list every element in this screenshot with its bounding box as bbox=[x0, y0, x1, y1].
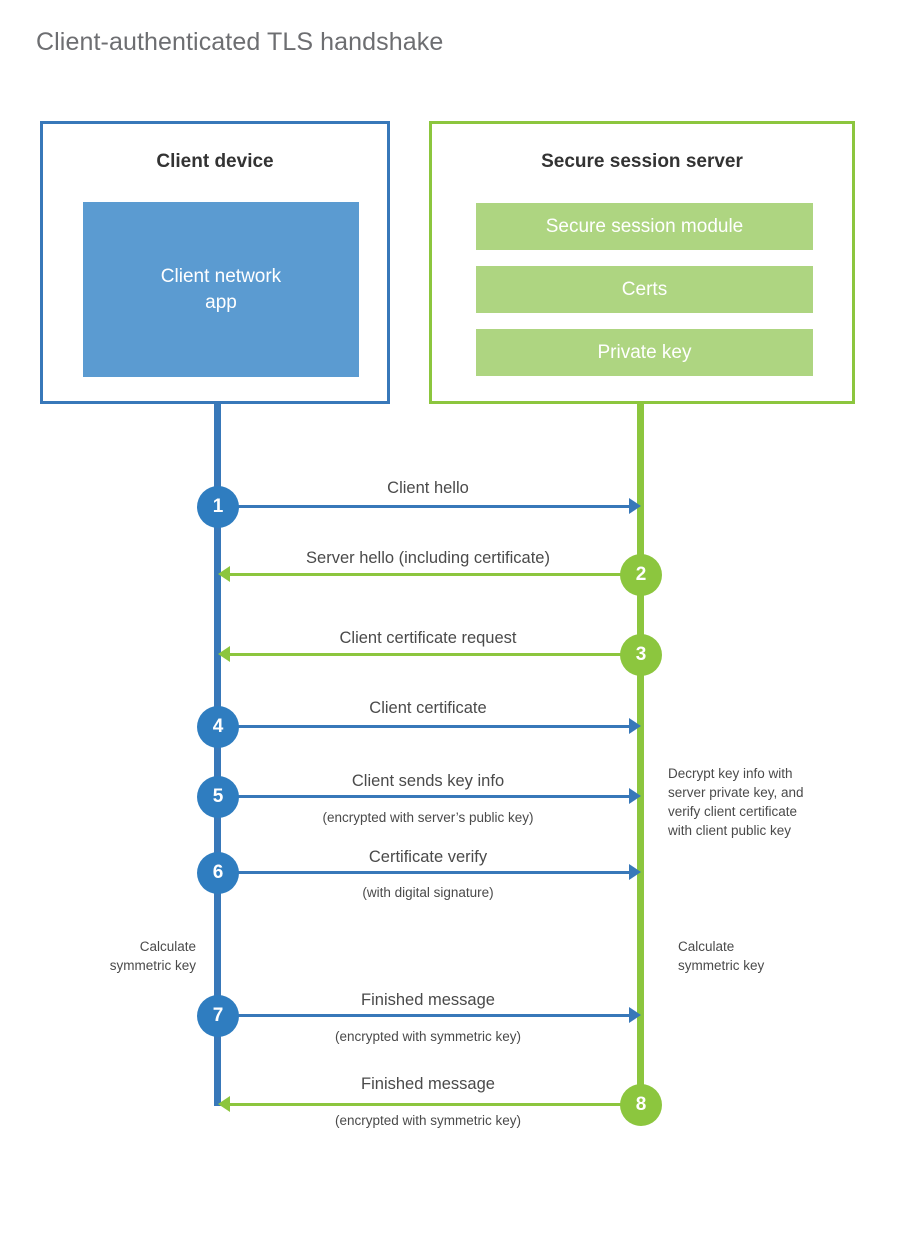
message-label-3: Client certificate request bbox=[339, 629, 517, 647]
page-title: Client-authenticated TLS handshake bbox=[36, 28, 444, 56]
message-label-7: Finished message bbox=[361, 991, 495, 1009]
message-arrow-line-1 bbox=[218, 505, 629, 508]
message-arrow-line-6 bbox=[218, 871, 629, 874]
message-label-5: Client sends key info bbox=[351, 772, 505, 790]
message-sublabel-5: (encrypted with server’s public key) bbox=[322, 810, 534, 825]
secure-session-server-box: Secure session server Secure session mod… bbox=[429, 121, 855, 404]
message-arrowhead-3 bbox=[218, 646, 230, 662]
message-arrow-line-2 bbox=[230, 573, 641, 576]
message-label-8: Finished message bbox=[361, 1075, 495, 1093]
step-marker-4[interactable]: 4 bbox=[197, 706, 239, 748]
message-arrow-line-3 bbox=[230, 653, 641, 656]
step-marker-1[interactable]: 1 bbox=[197, 486, 239, 528]
message-arrowhead-6 bbox=[629, 864, 641, 880]
message-arrow-line-5 bbox=[218, 795, 629, 798]
message-arrowhead-1 bbox=[629, 498, 641, 514]
server-component-secure-session-module: Secure session module bbox=[476, 203, 813, 250]
message-arrowhead-4 bbox=[629, 718, 641, 734]
message-sublabel-6: (with digital signature) bbox=[362, 885, 494, 900]
server-calculate-symmetric-key-note: Calculate symmetric key bbox=[678, 939, 765, 974]
message-sublabel-8: (encrypted with symmetric key) bbox=[334, 1113, 522, 1128]
step-marker-5[interactable]: 5 bbox=[197, 776, 239, 818]
message-label-4: Client certificate bbox=[369, 699, 487, 717]
message-arrowhead-7 bbox=[629, 1007, 641, 1023]
message-arrow-line-8 bbox=[230, 1103, 641, 1106]
step-marker-3[interactable]: 3 bbox=[620, 634, 662, 676]
server-decrypt-note: Decrypt key info with server private key… bbox=[668, 766, 804, 839]
client-lifeline bbox=[214, 404, 221, 1106]
message-label-6: Certificate verify bbox=[368, 848, 488, 866]
message-arrow-line-7 bbox=[218, 1014, 629, 1017]
message-arrow-line-4 bbox=[218, 725, 629, 728]
message-label-1: Client hello bbox=[387, 479, 469, 497]
client-calculate-symmetric-key-note: Calculate symmetric key bbox=[109, 939, 196, 974]
message-arrowhead-8 bbox=[218, 1096, 230, 1112]
step-marker-8[interactable]: 8 bbox=[620, 1084, 662, 1126]
step-marker-6[interactable]: 6 bbox=[197, 852, 239, 894]
server-component-certs: Certs bbox=[476, 266, 813, 313]
secure-session-server-title: Secure session server bbox=[541, 151, 743, 172]
client-network-app-block: Client network app bbox=[83, 202, 359, 377]
server-component-private-key: Private key bbox=[476, 329, 813, 376]
message-arrowhead-2 bbox=[218, 566, 230, 582]
client-device-title: Client device bbox=[156, 151, 274, 172]
step-marker-7[interactable]: 7 bbox=[197, 995, 239, 1037]
server-lifeline bbox=[637, 404, 644, 1105]
client-device-box: Client device Client network app bbox=[40, 121, 390, 404]
message-sublabel-7: (encrypted with symmetric key) bbox=[334, 1029, 522, 1044]
message-arrowhead-5 bbox=[629, 788, 641, 804]
message-label-2: Server hello (including certificate) bbox=[306, 549, 550, 567]
step-marker-2[interactable]: 2 bbox=[620, 554, 662, 596]
